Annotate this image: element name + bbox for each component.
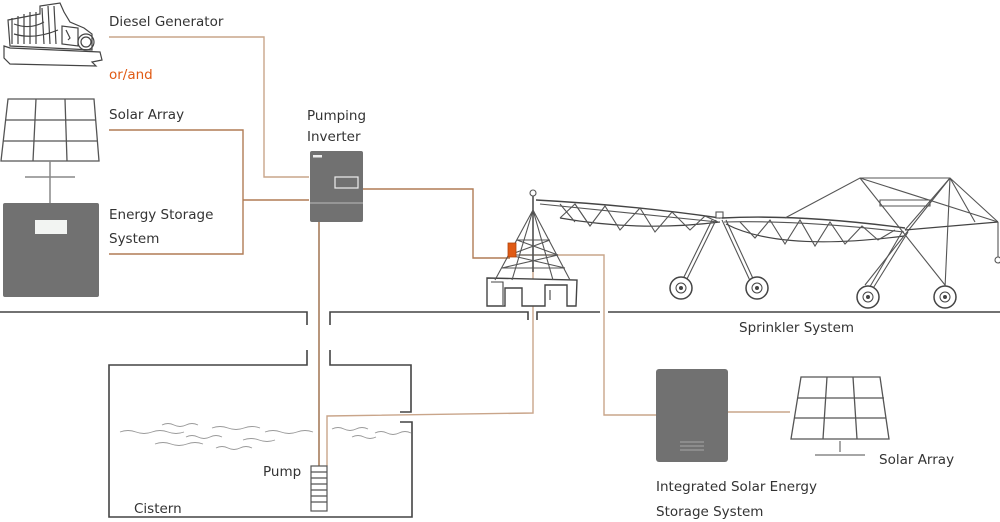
- wheel-icon: [933, 285, 957, 309]
- sprinkler-system-label: Sprinkler System: [739, 320, 855, 336]
- wheel-icon: [669, 276, 693, 300]
- wheel-icon: [856, 285, 880, 309]
- solar-array-right-label: Solar Array: [879, 452, 955, 468]
- solar-panel-icon: [0, 98, 100, 203]
- solar-array-left-label: Solar Array: [109, 107, 185, 123]
- pumping-inverter-label-line1: Pumping: [307, 108, 367, 124]
- wheel-icon: [745, 276, 769, 300]
- pump-label: Pump: [263, 464, 302, 480]
- cable-solar-inverter: [109, 129, 244, 255]
- battery-cabinet-icon: [3, 203, 99, 297]
- sprinkler-icon: [486, 177, 1000, 307]
- cable-inverter-sprinkler: [363, 188, 510, 259]
- power-cables: [109, 36, 790, 466]
- energy-storage-label-line1: Energy Storage: [109, 207, 214, 223]
- pump-icon: [310, 465, 328, 512]
- cable-pump-out: [326, 266, 534, 466]
- energy-storage-label-line2: System: [109, 231, 160, 247]
- diesel-generator-label: Diesel Generator: [109, 14, 224, 30]
- cable-generator-inverter: [109, 36, 309, 178]
- tank-icon: [108, 350, 413, 518]
- cable-sprinkler-integrated: [520, 254, 656, 416]
- water-waves: [119, 423, 412, 450]
- integrated-storage-label-line1: Integrated Solar Energy: [656, 479, 817, 495]
- generator-icon: [3, 2, 103, 67]
- integrated-storage-icon: [656, 369, 728, 462]
- solar-panel-right-icon: [790, 376, 890, 456]
- cistern-label: Cistern: [134, 501, 182, 517]
- ground-line: [0, 311, 1000, 325]
- integrated-storage-label-line2: Storage System: [656, 504, 764, 520]
- pumping-inverter-label-line2: Inverter: [307, 129, 361, 145]
- or-and-label: or/and: [109, 67, 153, 83]
- wheel-icons: [669, 276, 957, 309]
- inverter-icon: [310, 151, 363, 222]
